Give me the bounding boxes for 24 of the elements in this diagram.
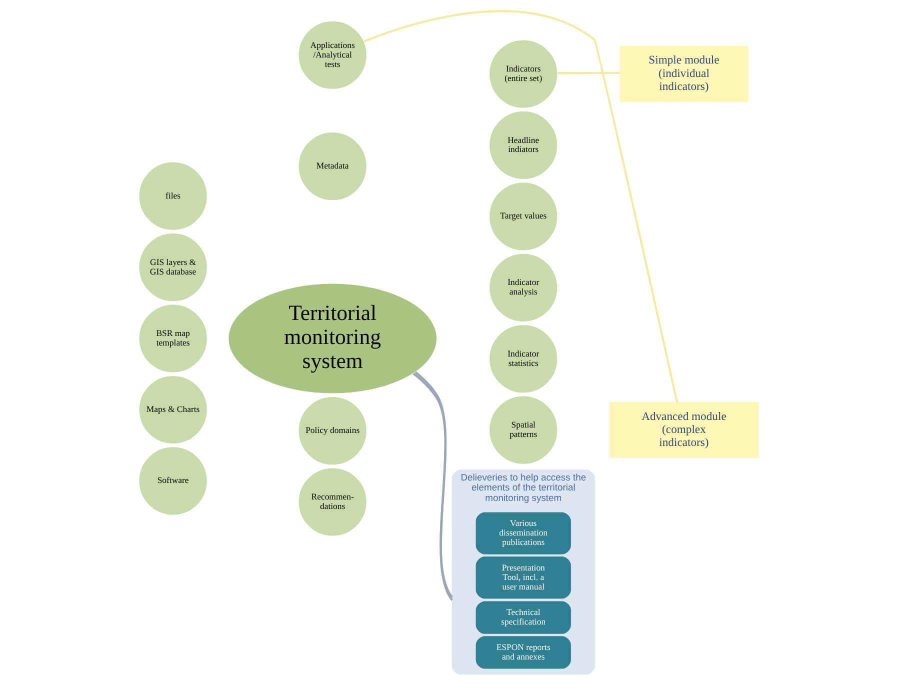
node-ellipse: Territorial monitoring system	[228, 283, 438, 394]
connector	[558, 72, 620, 74]
node-box: Presentation Tool, incl. a user manual	[476, 556, 571, 599]
node-circle: Policy domains	[298, 396, 368, 466]
node-box: ESPON reports and annexes	[476, 636, 571, 669]
node-circle: Metadata	[298, 132, 368, 201]
node-box: Simple module (individual indicators)	[620, 46, 748, 102]
node-circle: Indicator statistics	[488, 324, 558, 394]
node-circle: GIS layers & GIS database	[138, 232, 208, 302]
node-circle: Spatial patterns	[488, 396, 558, 465]
connector	[364, 10, 678, 403]
node-circle: Indicator analysis	[488, 253, 558, 322]
node-box: Advanced module (complex indicators)	[610, 402, 758, 458]
node-circle: Software	[138, 446, 208, 516]
node-box: Various dissemination publications	[476, 512, 571, 554]
node-circle: Recommen- dations	[298, 468, 368, 537]
node-box: Technical specification	[476, 601, 571, 634]
node-circle: Maps & Charts	[138, 375, 208, 444]
node-circle: files	[138, 162, 208, 231]
node-circle: BSR map templates	[138, 304, 208, 374]
node-circle: Applications /Analytical tests	[298, 20, 368, 90]
node-circle: Headline indiators	[488, 110, 558, 180]
node-circle: Indicators (entire set)	[488, 40, 558, 109]
node-circle: Target values	[488, 182, 558, 251]
